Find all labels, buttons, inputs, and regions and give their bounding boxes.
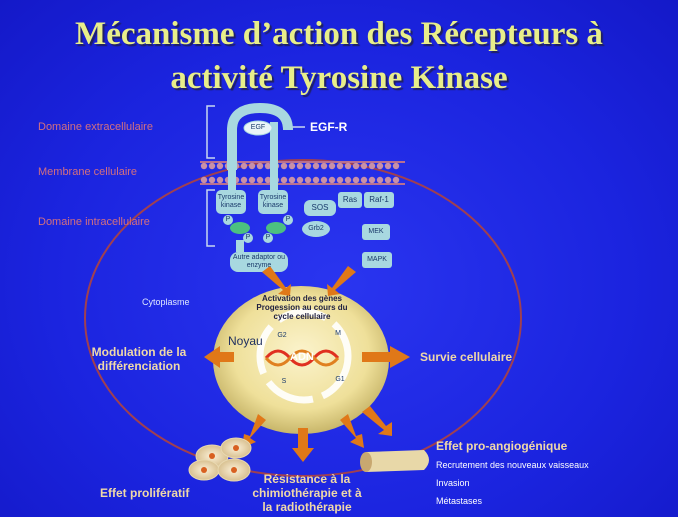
- label-dna: ADN: [290, 351, 314, 363]
- label-mek: MEK: [368, 228, 384, 235]
- label-p-3: P: [265, 234, 271, 241]
- label-p-1: P: [225, 216, 231, 223]
- pathway-boxes: [304, 192, 394, 268]
- title-line-1: Mécanisme d’action des Récepteurs à: [75, 16, 603, 52]
- label-extracellular: Domaine extracellulaire: [38, 121, 153, 133]
- bracket-extracellular: [206, 105, 215, 159]
- label-egf: EGF: [250, 124, 266, 131]
- egf-receptor: [216, 102, 330, 272]
- arrows: [204, 266, 410, 462]
- label-phase-g1: G1: [335, 376, 345, 383]
- proliferating-cells: [188, 437, 252, 482]
- angio-item-1: Recrutement des nouveaux vaisseaux: [436, 460, 589, 470]
- label-p-2: P: [245, 234, 251, 241]
- label-egfr: EGF-R: [310, 120, 348, 134]
- angio-item-3: Métastases: [436, 496, 483, 506]
- blood-vessel-icon: [360, 450, 429, 472]
- label-membrane: Membrane cellulaire: [38, 166, 138, 178]
- cell-outline: [84, 159, 522, 477]
- label-adaptor: Autre adaptor ou enzyme: [232, 254, 286, 269]
- label-kinase-left: Tyrosine kinase: [217, 194, 245, 209]
- label-ras: Ras: [342, 195, 358, 204]
- label-intracellular: Domaine intracellulaire: [38, 216, 150, 228]
- label-angiogenic: Effet pro-angiogénique: [436, 439, 568, 453]
- label-phase-s: S: [281, 378, 287, 385]
- label-proliferation: Effet prolifératif: [100, 486, 190, 500]
- nucleus: [213, 286, 389, 434]
- bracket-intracellular: [206, 189, 215, 247]
- label-sos: SOS: [311, 203, 329, 212]
- label-raf: Raf-1: [369, 195, 389, 204]
- label-differentiation: Modulation de la différenciation: [91, 345, 187, 373]
- label-p-4: P: [285, 216, 291, 223]
- label-survival: Survie cellulaire: [420, 350, 513, 364]
- cell-cycle-ring: [256, 308, 352, 404]
- label-phase-m: M: [335, 330, 341, 337]
- label-resistance: Résistance à la chimiothérapie et à la r…: [252, 472, 362, 514]
- label-gene-activation: Activation des gènes Progession au cours…: [256, 294, 348, 321]
- label-mapk: MAPK: [367, 256, 387, 263]
- label-nucleus: Noyau: [228, 334, 263, 348]
- label-grb2: Grb2: [308, 225, 324, 232]
- label-kinase-right: Tyrosine kinase: [259, 194, 287, 209]
- angio-item-2: Invasion: [436, 478, 470, 488]
- label-phase-g2: G2: [277, 332, 287, 339]
- title-line-2: activité Tyrosine Kinase: [170, 60, 508, 96]
- membrane-bilayer: [200, 161, 405, 185]
- label-cytoplasm: Cytoplasme: [142, 297, 190, 307]
